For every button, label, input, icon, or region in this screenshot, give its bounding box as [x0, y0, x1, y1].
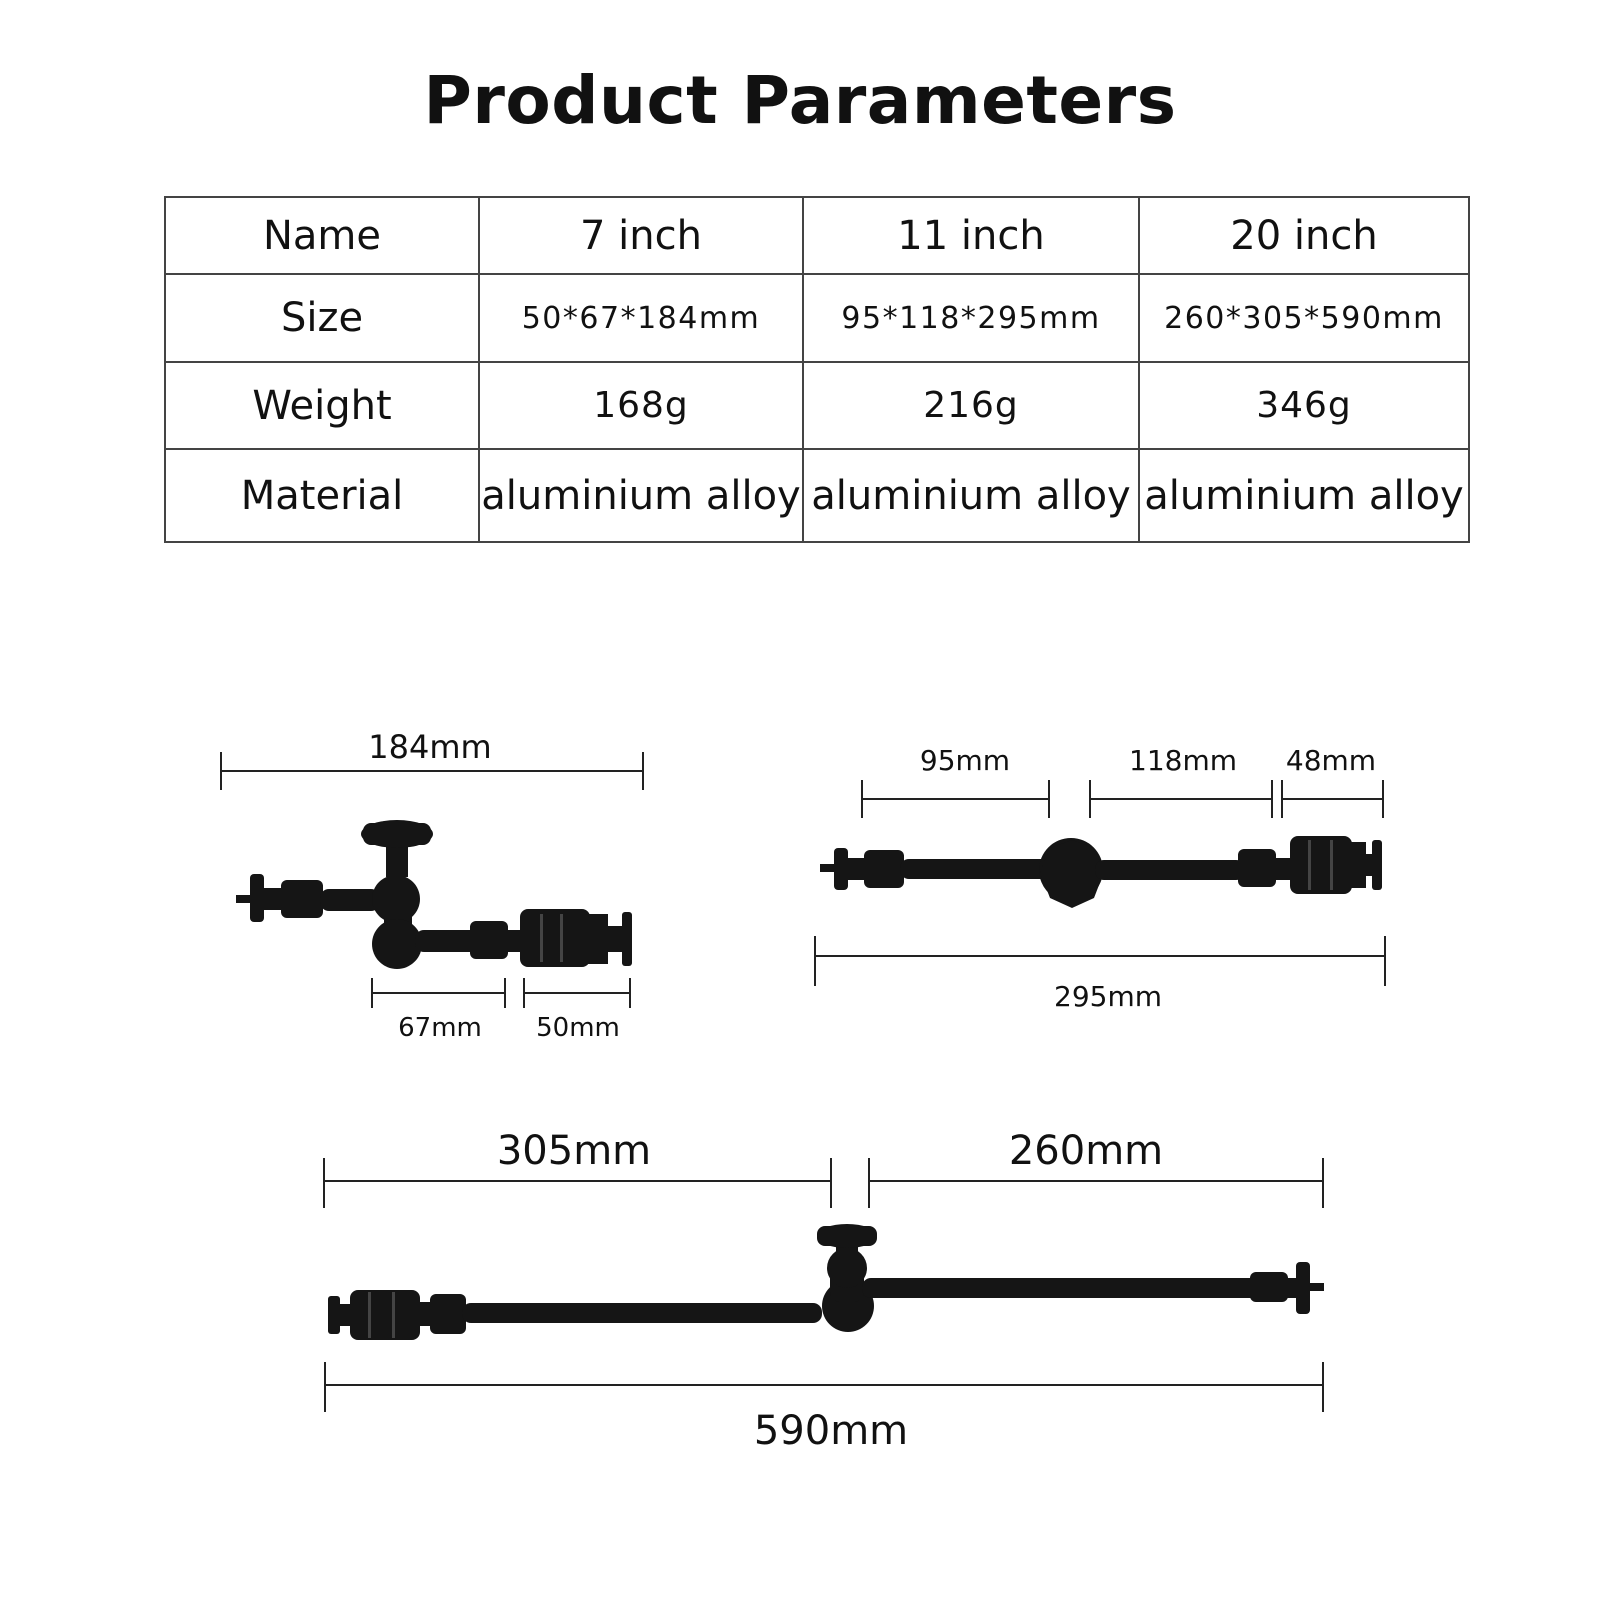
header-7-inch: 7 inch — [478, 196, 804, 275]
parameters-table: Name 7 inch 11 inch 20 inch Size 50*67*1… — [164, 196, 1470, 543]
material-7-inch: aluminium alloy — [478, 448, 804, 543]
header-20-inch: 20 inch — [1138, 196, 1470, 275]
row-label-weight: Weight — [164, 361, 480, 450]
dimension-label-590: 590mm — [754, 1408, 908, 1454]
arm-20-inch-image — [328, 1224, 1324, 1340]
table-header-row: Name 7 inch 11 inch 20 inch — [164, 196, 1470, 275]
row-label-size: Size — [164, 273, 480, 363]
dimension-label-305: 305mm — [497, 1128, 651, 1174]
weight-7-inch: 168g — [478, 361, 804, 450]
arm-11-inch-image — [820, 836, 1382, 908]
dimension-line-295 — [814, 936, 1386, 986]
dimension-line-95 — [861, 780, 1050, 818]
material-11-inch: aluminium alloy — [802, 448, 1140, 543]
header-11-inch: 11 inch — [802, 196, 1140, 275]
dimension-label-48: 48mm — [1286, 744, 1376, 777]
dimension-line-48 — [1281, 780, 1384, 818]
dimension-line-305 — [323, 1158, 832, 1208]
dimension-line-118 — [1089, 780, 1273, 818]
dimension-line-184 — [220, 752, 644, 790]
weight-11-inch: 216g — [802, 361, 1140, 450]
dimension-label-95: 95mm — [920, 744, 1010, 777]
dimension-label-118: 118mm — [1129, 744, 1237, 777]
dimension-label-67: 67mm — [398, 1013, 482, 1043]
table-row-weight: Weight 168g 216g 346g — [164, 361, 1470, 450]
table-row-material: Material aluminium alloy aluminium alloy… — [164, 448, 1470, 543]
page-title: Product Parameters — [423, 62, 1177, 139]
header-name: Name — [164, 196, 480, 275]
row-label-material: Material — [164, 448, 480, 543]
dimension-label-295: 295mm — [1054, 980, 1162, 1013]
arm-11-inch-diagram: 95mm 118mm 48mm — [814, 744, 1386, 1013]
material-20-inch: aluminium alloy — [1138, 448, 1470, 543]
size-7-inch: 50*67*184mm — [478, 273, 804, 363]
weight-20-inch: 346g — [1138, 361, 1470, 450]
size-20-inch: 260*305*590mm — [1138, 273, 1470, 363]
arm-7-inch-image — [236, 820, 632, 969]
dimension-line-50 — [523, 978, 631, 1008]
dimension-line-67 — [371, 978, 506, 1008]
size-11-inch: 95*118*295mm — [802, 273, 1140, 363]
dimension-label-184: 184mm — [368, 728, 491, 766]
dimension-label-260: 260mm — [1009, 1128, 1163, 1174]
dimension-label-50: 50mm — [536, 1013, 620, 1043]
arm-7-inch-diagram: 184mm — [220, 728, 644, 1043]
table-row-size: Size 50*67*184mm 95*118*295mm 260*305*59… — [164, 273, 1470, 363]
dimension-line-590 — [324, 1362, 1324, 1412]
arm-20-inch-diagram: 305mm 260mm — [323, 1128, 1324, 1454]
dimension-line-260 — [868, 1158, 1324, 1208]
